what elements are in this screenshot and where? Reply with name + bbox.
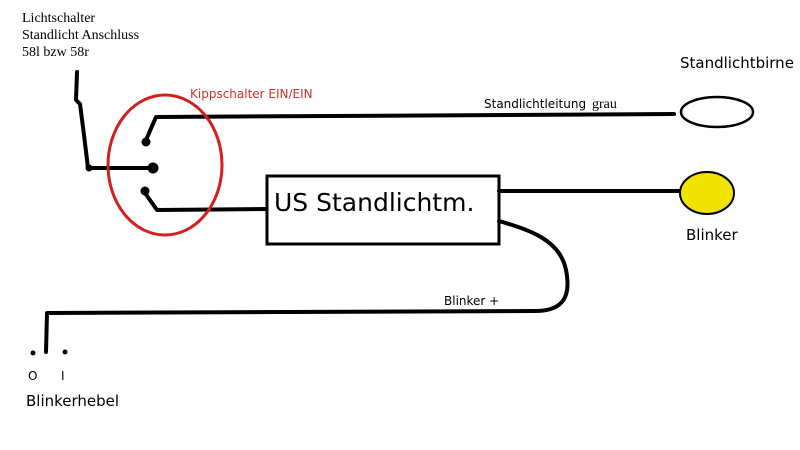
blinkerhebel-contact-i	[62, 349, 68, 355]
label-kippschalter: Kippschalter EIN/EIN	[190, 87, 313, 101]
switch-lever-bottom	[143, 191, 268, 212]
label-standlichtbirne: Standlichtbirne	[680, 54, 794, 72]
switch-contact-top	[141, 137, 151, 147]
label-lichtschalter-3: 58l bzw 58r	[22, 45, 89, 60]
label-module: US Standlichtm.	[274, 188, 474, 217]
label-grau: grau	[592, 97, 617, 112]
wire-lichtschalter	[74, 70, 154, 170]
label-blinker-plus: Blinker +	[444, 294, 499, 308]
us-standlicht-module	[265, 174, 501, 246]
switch-lever-top	[144, 112, 676, 142]
label-pos-o: O	[28, 369, 37, 383]
label-standlichtleitung: Standlichtleitung	[484, 97, 586, 111]
label-pos-i: I	[61, 369, 65, 383]
label-lichtschalter-1: Lichtschalter	[22, 11, 95, 26]
wire-blinker-plus	[44, 219, 570, 354]
blinkerhebel-contact-o	[30, 350, 36, 356]
junction-dot	[85, 164, 93, 172]
switch-highlight-circle	[106, 93, 224, 237]
standlichtbirne-lamp	[679, 95, 755, 129]
label-lichtschalter-2: Standlicht Anschluss	[22, 28, 139, 43]
switch-contact-common	[147, 162, 159, 174]
label-blinker: Blinker	[686, 226, 739, 244]
label-blinkerhebel: Blinkerhebel	[26, 392, 119, 410]
blinker-lamp	[679, 171, 735, 215]
